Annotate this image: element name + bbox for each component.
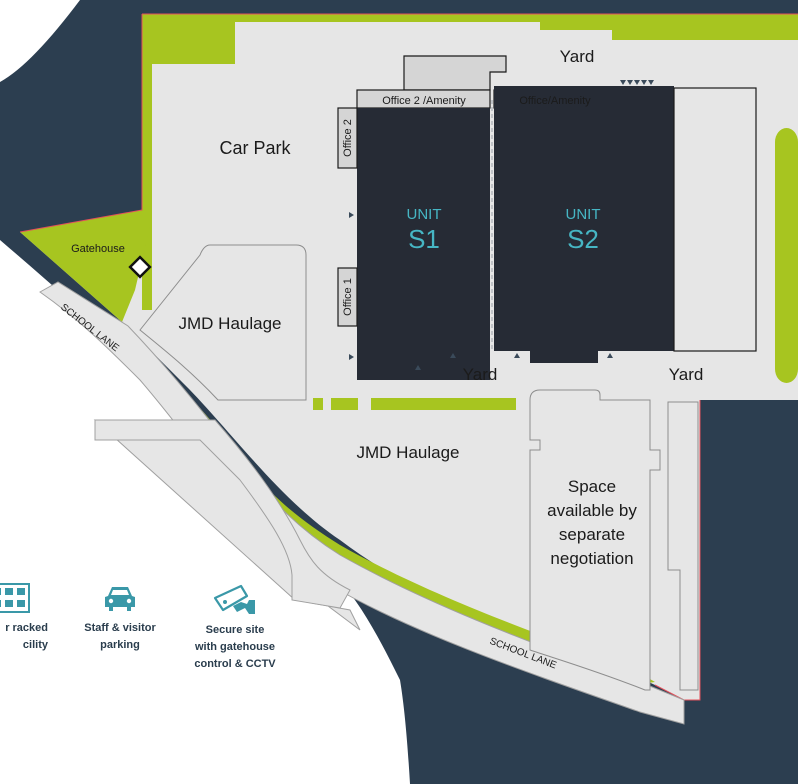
label-jmd-haulage-west: JMD Haulage — [179, 314, 282, 333]
label-gatehouse: Gatehouse — [71, 243, 125, 255]
green-verge-gatehouse — [20, 210, 150, 322]
unit-s1-footprint — [357, 108, 490, 380]
feature-security-line-2: with gatehouse — [194, 641, 276, 653]
s1-lower-block — [357, 351, 411, 380]
green-strip-2 — [331, 398, 358, 410]
space-available-plot — [529, 389, 661, 691]
gatehouse-icon — [128, 255, 152, 279]
label-car-park: Car Park — [219, 138, 291, 158]
green-strip-1 — [313, 398, 323, 410]
office1-side-block — [337, 267, 358, 327]
label-yard-s2: Yard — [669, 365, 704, 384]
label-space-available-4: negotiation — [550, 549, 633, 568]
unit-s2-id: S2 — [567, 224, 599, 254]
feature-parking: Staff & visitor parking — [70, 582, 170, 654]
east-lane-strip — [667, 401, 699, 691]
feature-security-line-1: Secure site — [205, 624, 265, 636]
label-office1-side: Office 1 — [342, 278, 354, 316]
label-space-available-2: available by — [547, 501, 637, 520]
car-icon — [105, 587, 135, 611]
feature-parking-line-2: parking — [100, 639, 140, 651]
feature-security: Secure site with gatehouse control & CCT… — [180, 582, 290, 673]
label-jmd-haulage-south: JMD Haulage — [357, 443, 460, 462]
feature-racking-line-2: cility — [22, 639, 48, 651]
white-cutout-topleft — [0, 0, 80, 82]
east-bay — [673, 87, 757, 352]
feature-racking-line-1: r racked — [5, 622, 48, 634]
s2-lower-block — [530, 351, 598, 363]
office2-side-block — [337, 107, 358, 169]
label-office2-amenity: Office 2 /Amenity — [382, 95, 466, 107]
label-yard-top: Yard — [560, 47, 595, 66]
green-verge-top — [142, 14, 798, 310]
green-strip-3 — [371, 398, 516, 410]
unit-s1-word: UNIT — [407, 206, 442, 223]
green-verge-east — [775, 128, 798, 383]
unit-s1-id: S1 — [408, 224, 440, 254]
jmd-haulage-west-area — [139, 244, 307, 401]
label-office-amenity: Office/Amenity — [519, 95, 591, 107]
label-space-available-3: separate — [559, 525, 625, 544]
school-lane-bypass — [94, 419, 351, 609]
feature-parking-line-1: Staff & visitor — [84, 622, 156, 634]
label-space-available-1: Space — [568, 477, 616, 496]
feature-security-line-3: control & CCTV — [194, 658, 276, 670]
label-office2-side: Office 2 — [342, 119, 354, 157]
label-yard-s1: Yard — [463, 365, 498, 384]
cctv-camera-icon — [213, 584, 255, 614]
unit-s2-footprint — [494, 86, 674, 351]
unit-s2-word: UNIT — [566, 206, 601, 223]
feature-racking: r racked cility — [0, 582, 48, 654]
racking-icon — [0, 583, 30, 613]
site-boundary — [19, 13, 798, 701]
